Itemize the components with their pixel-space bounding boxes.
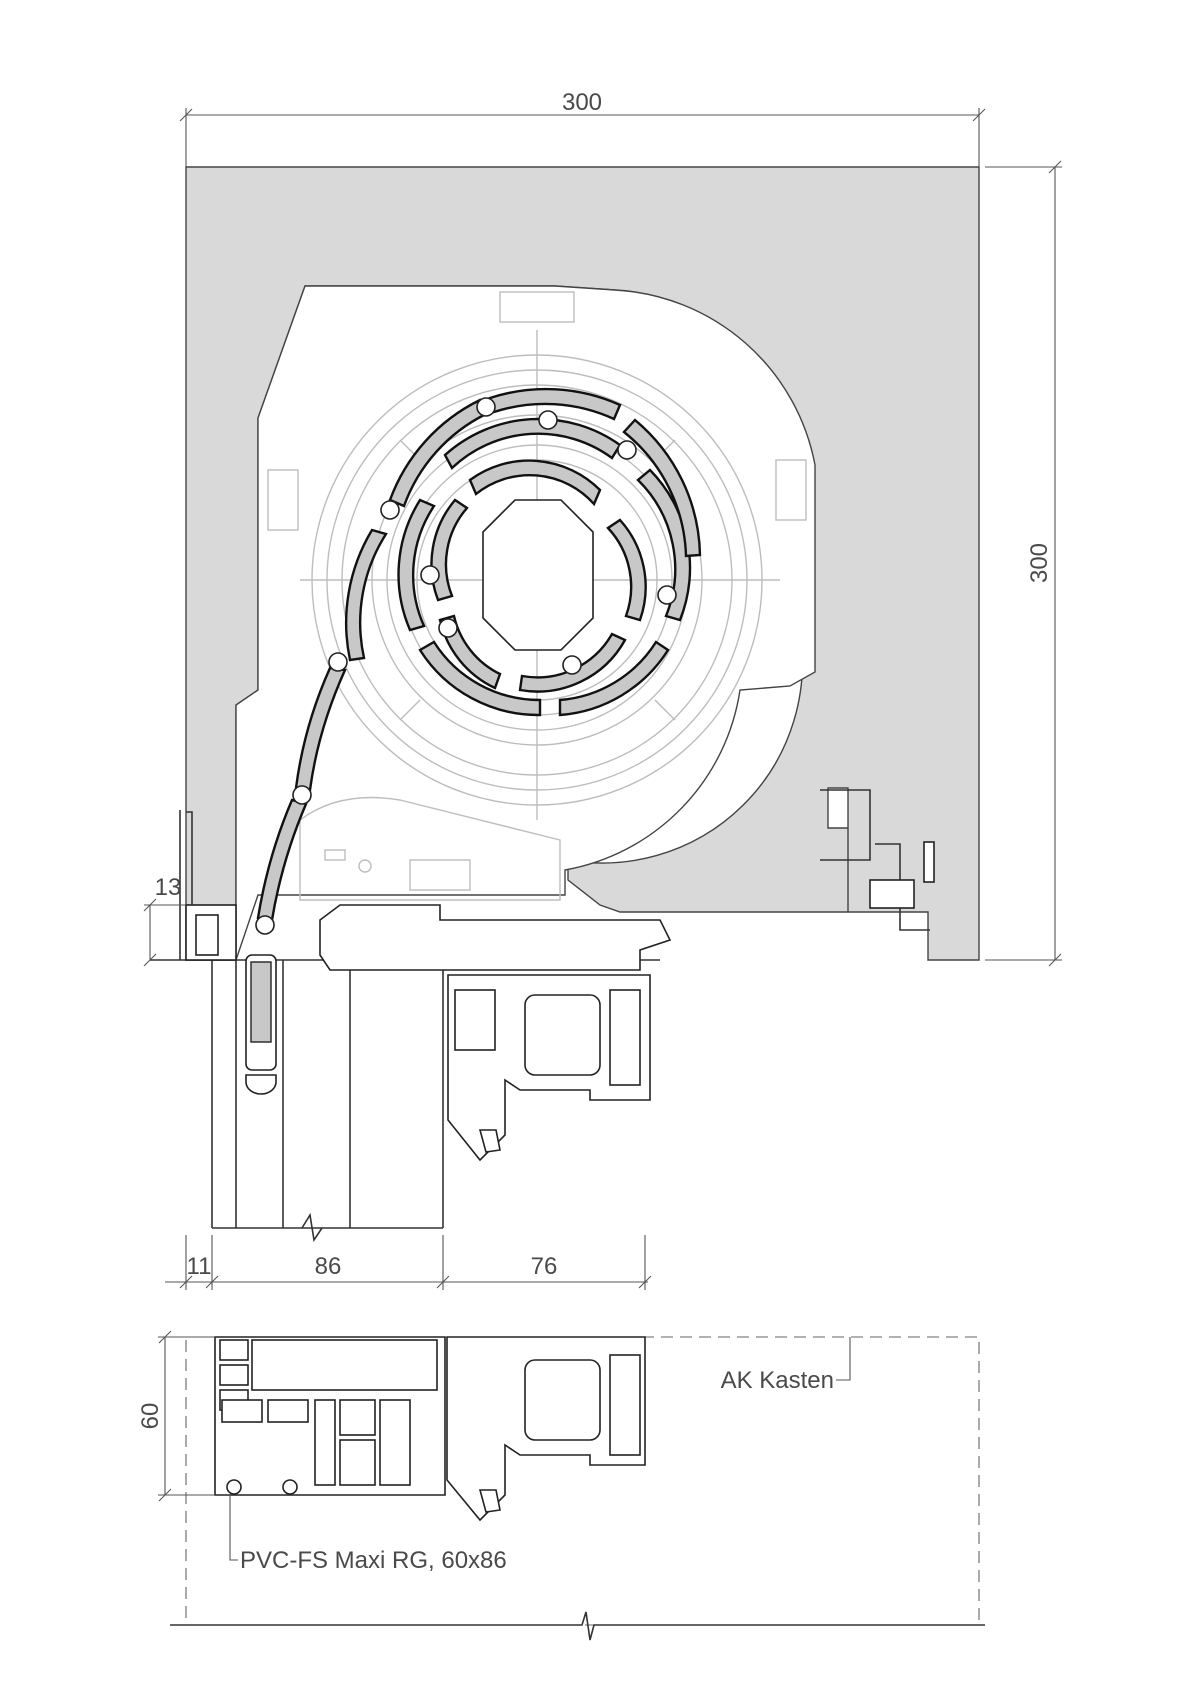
section-chamber-g: [339, 1399, 376, 1436]
section-sash-seal: [478, 1489, 501, 1513]
hinge-10: [562, 655, 582, 675]
section-chamber-h: [379, 1399, 411, 1486]
cap-spoke-d3: [399, 699, 421, 721]
section-chamber-e: [267, 1399, 309, 1423]
frame-top-rail: [319, 904, 672, 971]
hinge-8: [292, 785, 312, 805]
dim-top-tick-l: [179, 108, 193, 122]
slat-outer-4: [344, 528, 388, 662]
dim-bottom-tick-2: [205, 1275, 219, 1289]
slat-mid-3: [558, 640, 670, 717]
section-chamber-d: [221, 1399, 263, 1423]
leader-profile: [229, 1495, 238, 1561]
guide-rail-inner: [195, 914, 219, 956]
roller-cap: [267, 291, 807, 901]
kasten-bottom-line: [170, 1611, 985, 1641]
cap-tab-2: [267, 469, 299, 531]
guide-rail-lip: [179, 810, 193, 960]
dim-bottom-tick-1: [179, 1275, 193, 1289]
hinge-9: [255, 915, 275, 935]
section-sash-chamber: [609, 1354, 641, 1456]
cap-spoke-d4: [654, 699, 676, 721]
section-glazing: [524, 1359, 601, 1441]
sash-seal: [478, 1129, 501, 1153]
guide-rail: [179, 810, 277, 1095]
cap-lower-bracket: [299, 796, 561, 901]
section-screw-1: [226, 1479, 242, 1495]
dim-top-tick-r: [972, 108, 986, 122]
dim-top-width: 300: [562, 89, 602, 116]
slat-inner-2: [606, 518, 647, 622]
hinge-3: [617, 440, 637, 460]
sash-glazing-bead: [524, 994, 601, 1076]
section-chamber-i: [339, 1439, 376, 1486]
roller-shaft: [482, 499, 594, 651]
section-detail: [170, 1336, 985, 1641]
slat-outer-2: [488, 387, 622, 421]
dim-bottom-tick-3: [436, 1275, 450, 1289]
hinge-5: [438, 618, 458, 638]
section-screw-2: [282, 1479, 298, 1495]
sash-chamber-2: [609, 989, 641, 1086]
hinge-2: [538, 410, 558, 430]
cap-bracket-slot: [409, 859, 471, 891]
hinge-1: [476, 397, 496, 417]
cap-tab-3: [775, 459, 807, 521]
cap-tab-1: [499, 291, 575, 323]
shutter-curtain: [255, 387, 702, 935]
dim-right-tick-b: [1048, 953, 1062, 967]
dim-section-tick-t: [158, 1330, 172, 1344]
label-kasten: AK Kasten: [721, 1367, 834, 1394]
box-end-slot: [869, 879, 915, 909]
label-profile: PVC-FS Maxi RG, 60x86: [240, 1547, 507, 1574]
dim-section-height: 60: [137, 1403, 164, 1430]
dim-right-tick-t: [1048, 160, 1062, 174]
dim-bottom-tick-4: [638, 1275, 652, 1289]
section-top-chamber: [251, 1339, 438, 1391]
dim-left-tick-b: [143, 953, 157, 967]
cap-bracket-hole: [358, 859, 372, 873]
dim-bottom-a: 11: [187, 1253, 212, 1280]
slat-inner-3: [518, 632, 627, 693]
slat-mid-5: [397, 498, 436, 632]
dimension-lines: [143, 108, 1062, 1561]
dim-section-tick-b: [158, 1488, 172, 1502]
cap-bracket-small: [324, 849, 346, 861]
hinge-7: [328, 652, 348, 672]
hinge-6: [380, 500, 400, 520]
dim-bottom-c: 76: [531, 1253, 558, 1280]
sash-chamber-1: [454, 989, 496, 1051]
end-slat-foot: [245, 1074, 277, 1095]
hinge-11: [420, 565, 440, 585]
dim-left-tick-t: [143, 898, 157, 912]
octagon-shaft: [482, 499, 594, 651]
section-chamber-f: [314, 1399, 336, 1486]
box-end-slot-2: [923, 841, 935, 883]
leader-kasten: [836, 1337, 851, 1381]
dim-bottom-b: 86: [315, 1253, 342, 1280]
dimension-labels: 300 300 13 11 86 76 60 AK Kasten PVC-FS …: [137, 89, 1053, 1574]
slat-mid-1: [443, 417, 622, 470]
hinge-4: [657, 585, 677, 605]
slat-outer-3: [622, 418, 702, 558]
break-mark-top: [301, 1212, 323, 1243]
slat-mid-4: [418, 640, 542, 717]
slat-inner-1: [468, 459, 602, 507]
section-chamber-b: [219, 1364, 249, 1386]
dim-left-offset: 13: [155, 874, 182, 901]
dim-right-height: 300: [1026, 543, 1053, 583]
window-frame-top: [319, 904, 672, 1162]
section-chamber-a: [219, 1339, 249, 1361]
kasten-outline: [185, 1336, 980, 1626]
end-slat-core: [250, 961, 272, 1043]
